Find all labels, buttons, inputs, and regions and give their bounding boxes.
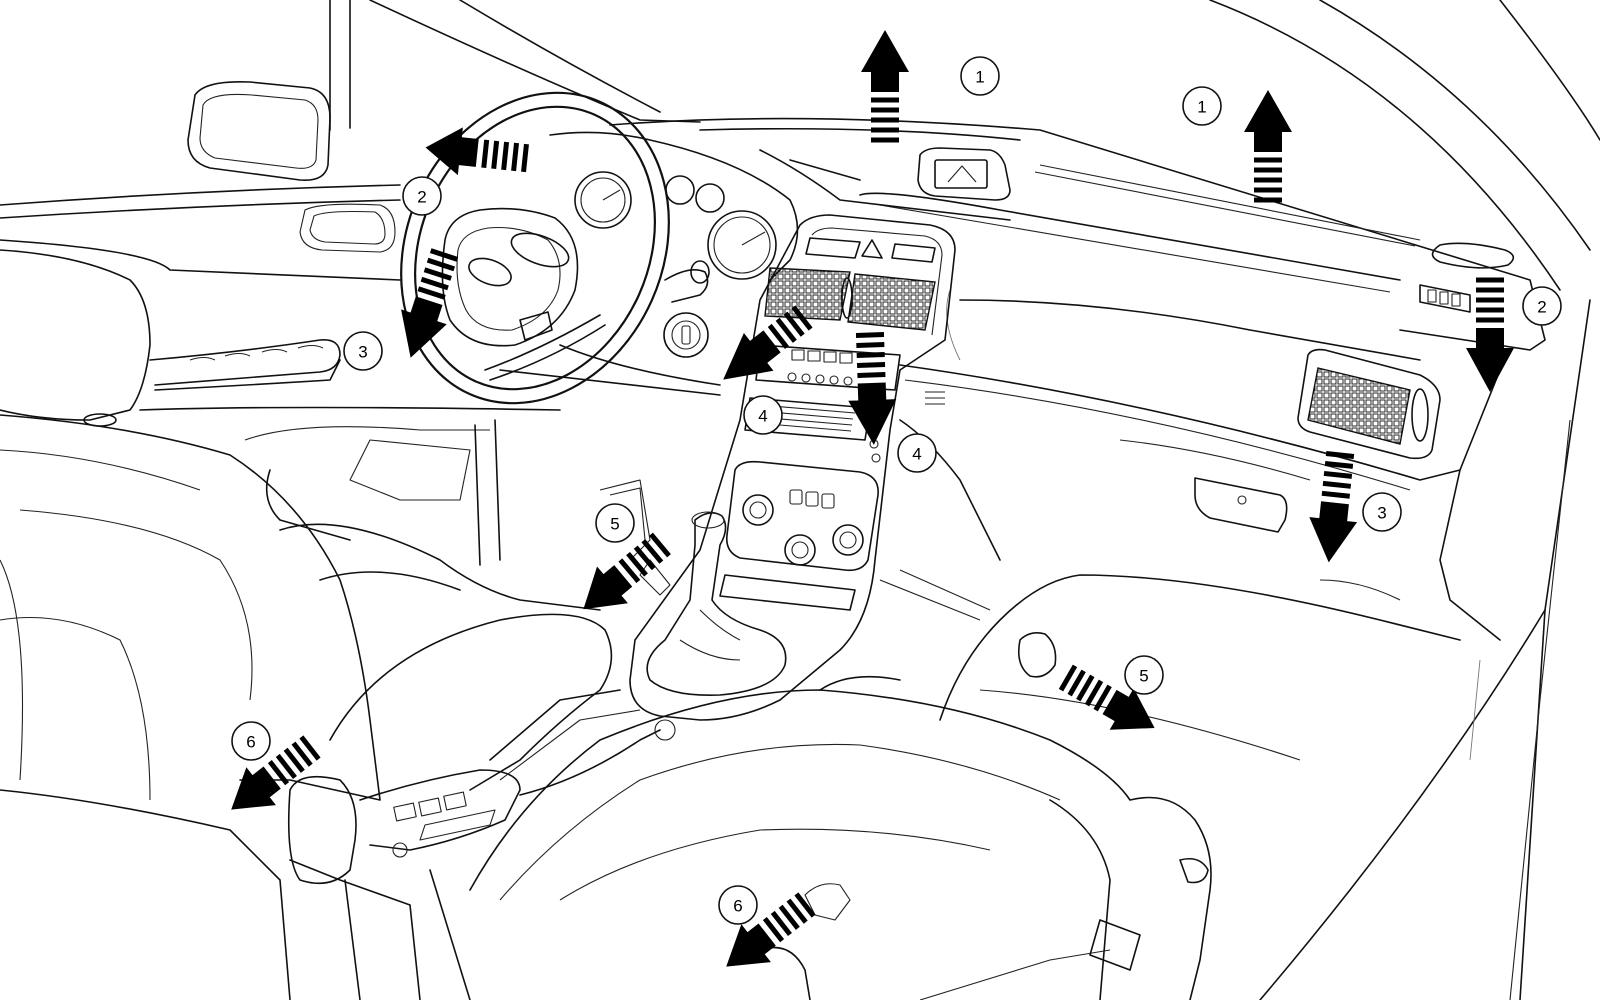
airflow-arrow-4b <box>848 332 897 445</box>
callout-2a: 2 <box>402 176 442 216</box>
svg-text:2: 2 <box>417 188 426 207</box>
passenger-side-vent <box>1297 348 1441 460</box>
airflow-arrow-5a <box>583 532 671 610</box>
center-stack <box>629 214 956 721</box>
passenger-seat <box>469 675 1212 1000</box>
callout-6b: 6 <box>718 885 758 925</box>
airflow-arrow-3a <box>401 248 459 358</box>
callout-4a: 4 <box>743 395 783 435</box>
driver-door <box>0 184 561 566</box>
glovebox <box>1119 439 1311 533</box>
svg-text:1: 1 <box>1197 98 1206 117</box>
airflow-arrow-2b <box>1466 277 1514 392</box>
airflow-arrows <box>231 30 1514 967</box>
callout-2b: 2 <box>1522 286 1562 326</box>
small-grille <box>925 391 945 405</box>
airflow-arrow-1a <box>861 30 909 143</box>
callout-1a: 1 <box>960 56 1000 96</box>
svg-text:5: 5 <box>1139 667 1148 686</box>
instrument-cluster <box>549 131 799 358</box>
callout-3a: 3 <box>343 331 383 371</box>
svg-text:5: 5 <box>610 515 619 534</box>
callout-3b: 3 <box>1362 492 1402 532</box>
callout-5a: 5 <box>595 503 635 543</box>
svg-text:4: 4 <box>758 407 767 426</box>
svg-text:1: 1 <box>975 68 984 87</box>
side-mirror <box>187 80 331 182</box>
driver-seat <box>0 249 601 1000</box>
airflow-arrow-1b <box>1244 90 1292 203</box>
airflow-arrow-4a <box>723 305 813 380</box>
callout-1b: 1 <box>1182 86 1222 126</box>
callouts: 1 1 2 2 3 3 4 4 <box>231 56 1562 925</box>
center-display <box>917 147 1011 201</box>
airflow-arrow-2a <box>425 127 529 176</box>
airflow-arrow-6b <box>726 892 816 967</box>
steering-wheel <box>400 91 670 405</box>
callout-5b: 5 <box>1124 655 1164 695</box>
svg-text:6: 6 <box>246 733 255 752</box>
climate-controls <box>725 460 879 572</box>
airflow-arrow-3b <box>1309 451 1358 563</box>
svg-text:6: 6 <box>733 897 742 916</box>
airflow-arrow-5b <box>1058 664 1155 730</box>
center-console <box>287 613 676 1000</box>
dashboard <box>499 117 1546 641</box>
side-window-vent-right <box>1419 284 1471 313</box>
gear-shifter <box>646 511 787 697</box>
svg-text:2: 2 <box>1537 298 1546 317</box>
svg-text:4: 4 <box>912 445 921 464</box>
body-outline <box>329 0 1600 1000</box>
svg-text:3: 3 <box>1377 504 1386 523</box>
airflow-arrow-6a <box>231 735 321 810</box>
callout-4b: 4 <box>897 433 937 473</box>
callout-6a: 6 <box>231 721 271 761</box>
svg-text:3: 3 <box>358 343 367 362</box>
